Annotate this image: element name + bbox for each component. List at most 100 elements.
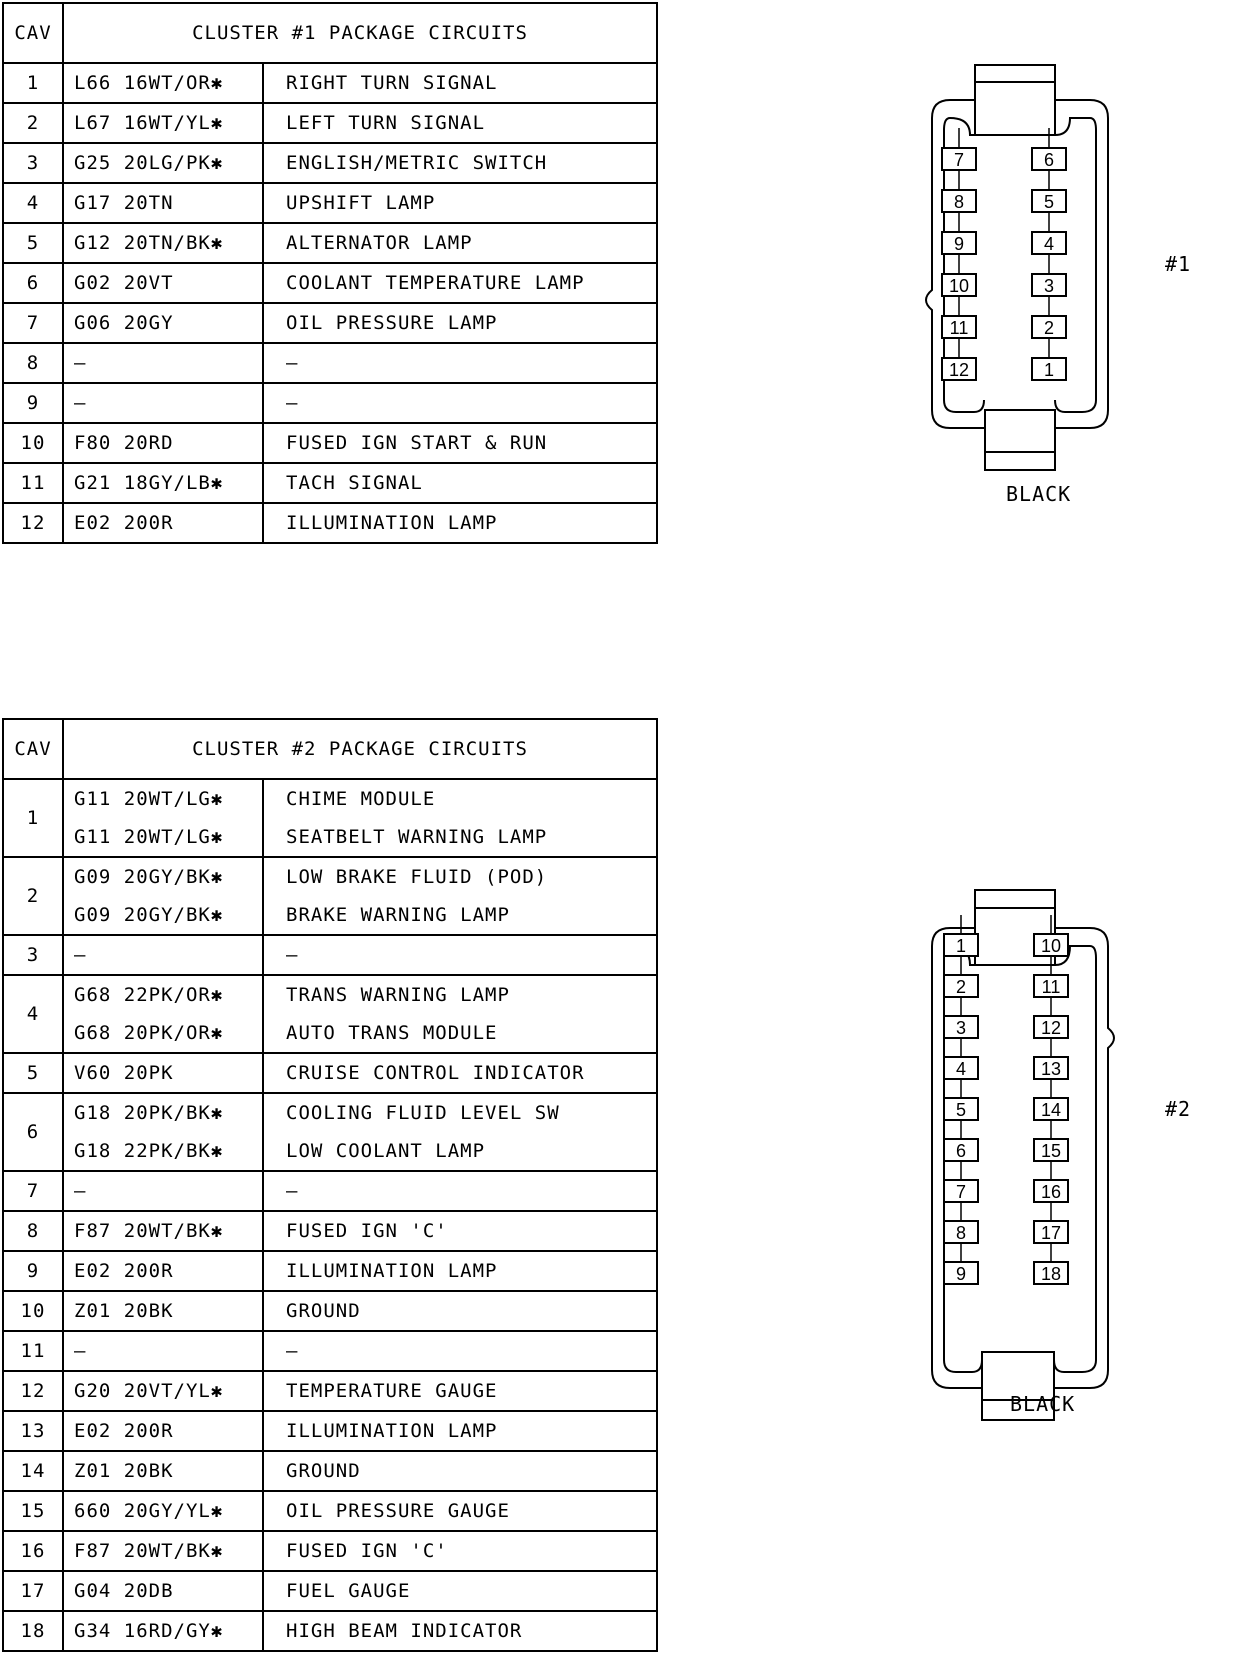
cav-number: 6 (2, 1092, 64, 1172)
cav-number: 1 (2, 778, 64, 858)
circuit-function: LOW BRAKE FLUID (POD) (286, 866, 548, 888)
function-cell: ALTERNATOR LAMP (262, 222, 658, 264)
pin-number: 1 (1044, 360, 1054, 380)
circuit-function: FUSED IGN 'C' (286, 1220, 448, 1242)
table-title: CLUSTER #2 PACKAGE CIRCUITS (62, 718, 658, 780)
wire-cell: — (62, 382, 264, 424)
cav-number: 11 (2, 462, 64, 504)
wire-cell: G02 20VT (62, 262, 264, 304)
table-header-row: CAV CLUSTER #2 PACKAGE CIRCUITS (2, 718, 658, 780)
connector-2-color-label: BLACK (1010, 1392, 1076, 1416)
wire-cell: G12 20TN/BK✱ (62, 222, 264, 264)
pin-number: 6 (956, 1141, 966, 1161)
cav-header: CAV (2, 2, 64, 64)
pin-number: 12 (949, 360, 969, 380)
function-cell: ILLUMINATION LAMP (262, 1250, 658, 1292)
cav-header: CAV (2, 718, 64, 780)
wire-code: G11 20WT/LG✱ (74, 826, 224, 848)
wire-cell: F80 20RD (62, 422, 264, 464)
circuit-function: FUSED IGN START & RUN (286, 432, 548, 454)
circuit-function: HIGH BEAM INDICATOR (286, 1620, 523, 1642)
pin-number: 7 (954, 150, 964, 170)
function-cell: OIL PRESSURE GAUGE (262, 1490, 658, 1532)
table-row: 11 G21 18GY/LB✱ TACH SIGNAL (2, 462, 658, 504)
cav-number: 1 (2, 62, 64, 104)
function-cell: ENGLISH/METRIC SWITCH (262, 142, 658, 184)
circuit-function: FUSED IGN 'C' (286, 1540, 448, 1562)
function-cell: FUSED IGN 'C' (262, 1210, 658, 1252)
circuit-function: TRANS WARNING LAMP (286, 984, 510, 1006)
connector-pin: 3 (1031, 254, 1067, 297)
wire-cell: G04 20DB (62, 1570, 264, 1612)
wire-code: L66 16WT/OR✱ (74, 72, 224, 94)
circuit-function: ILLUMINATION LAMP (286, 1420, 498, 1442)
wire-code: — (74, 352, 87, 374)
connector-pin: 9 (943, 1243, 979, 1285)
pin-number: 9 (956, 1264, 966, 1284)
wire-code: G21 18GY/LB✱ (74, 472, 224, 494)
wire-cell: G25 20LG/PK✱ (62, 142, 264, 184)
circuit-function: ALTERNATOR LAMP (286, 232, 473, 254)
function-cell: UPSHIFT LAMP (262, 182, 658, 224)
connector-pin: 15 (1033, 1120, 1069, 1162)
wire-code: G04 20DB (74, 1580, 174, 1602)
wire-code: G12 20TN/BK✱ (74, 232, 224, 254)
cav-number: 12 (2, 502, 64, 544)
wire-code: — (74, 392, 87, 414)
pin-number: 11 (950, 318, 969, 338)
cav-number: 8 (2, 1210, 64, 1252)
circuit-function: CRUISE CONTROL INDICATOR (286, 1062, 585, 1084)
connector-pin: 14 (1033, 1079, 1069, 1121)
wire-cell: E02 200R (62, 1250, 264, 1292)
wire-code: G09 20GY/BK✱ (74, 866, 224, 888)
wire-cell: L67 16WT/YL✱ (62, 102, 264, 144)
connector-pin: 8 (943, 1202, 979, 1244)
pin-number: 9 (954, 234, 964, 254)
pin-number: 18 (1041, 1264, 1061, 1284)
pin-number: 17 (1041, 1223, 1061, 1243)
function-cell: LOW BRAKE FLUID (POD)BRAKE WARNING LAMP (262, 856, 658, 936)
circuit-function: TACH SIGNAL (286, 472, 423, 494)
function-cell: GROUND (262, 1450, 658, 1492)
function-cell: — (262, 1330, 658, 1372)
wire-cell: G11 20WT/LG✱ G11 20WT/LG✱ (62, 778, 264, 858)
function-cell: FUSED IGN 'C' (262, 1530, 658, 1572)
circuit-function: TEMPERATURE GAUGE (286, 1380, 498, 1402)
pin-number: 15 (1041, 1141, 1061, 1161)
wire-cell: G09 20GY/BK✱G09 20GY/BK✱ (62, 856, 264, 936)
wire-cell: F87 20WT/BK✱ (62, 1530, 264, 1572)
wire-code: G68 20PK/OR✱ (74, 1022, 224, 1044)
cav-number: 10 (2, 422, 64, 464)
cav-number: 17 (2, 1570, 64, 1612)
table-row: 8—— (2, 342, 658, 384)
wire-code: — (74, 1340, 87, 1362)
circuit-function: — (286, 1340, 299, 1362)
wire-cell: E02 200R (62, 502, 264, 544)
connector-pin: 5 (943, 1079, 979, 1121)
wire-code: G11 20WT/LG✱ (74, 788, 224, 810)
cav-number: 2 (2, 856, 64, 936)
pin-number: 10 (949, 276, 969, 296)
wire-code: G68 22PK/OR✱ (74, 984, 224, 1006)
function-cell: — (262, 1170, 658, 1212)
wire-cell: 660 20GY/YL✱ (62, 1490, 264, 1532)
function-cell: FUEL GAUGE (262, 1570, 658, 1612)
pin-number: 13 (1041, 1059, 1061, 1079)
cav-number: 7 (2, 1170, 64, 1212)
wire-code: F80 20RD (74, 432, 174, 454)
circuit-function: — (286, 392, 299, 414)
table-row: 11—— (2, 1330, 658, 1372)
cav-number: 18 (2, 1610, 64, 1652)
cav-number: 3 (2, 142, 64, 184)
wire-code: V60 20PK (74, 1062, 174, 1084)
cav-number: 7 (2, 302, 64, 344)
pin-number: 2 (1044, 318, 1054, 338)
circuit-function: GROUND (286, 1460, 361, 1482)
circuit-function: — (286, 1180, 299, 1202)
